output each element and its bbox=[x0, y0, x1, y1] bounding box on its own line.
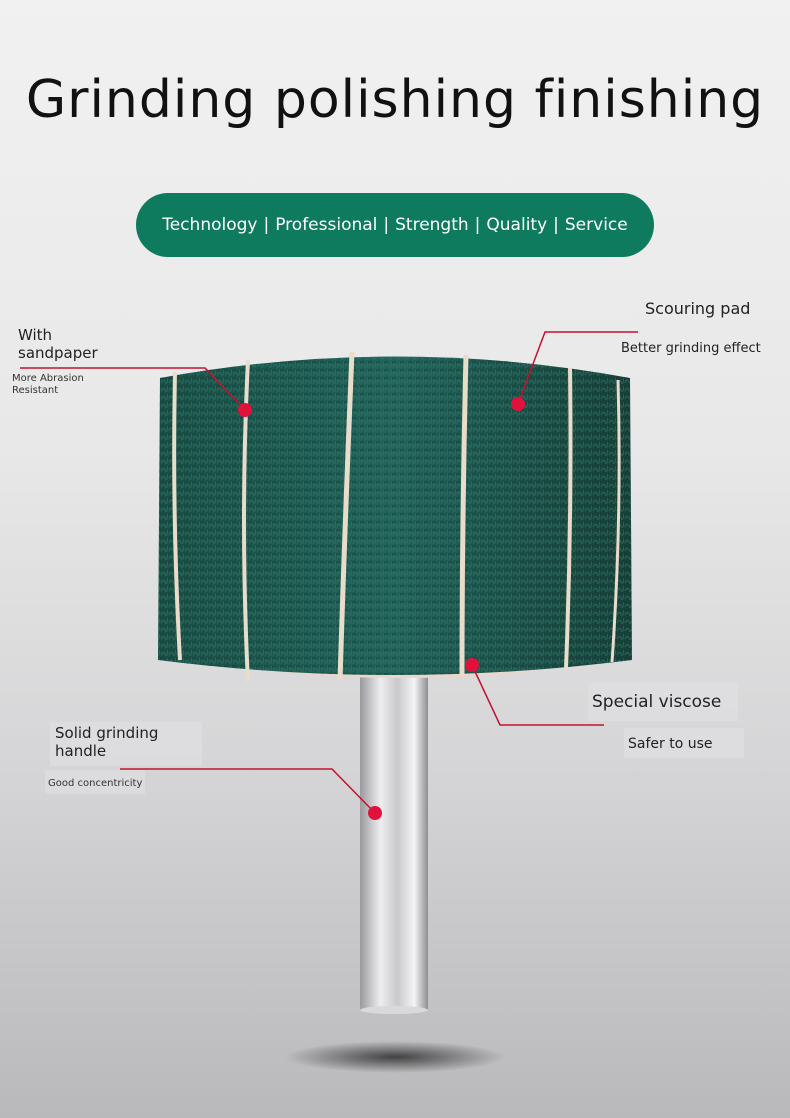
viscose-label-panel bbox=[588, 683, 738, 721]
sandpaper-label: With sandpaper bbox=[18, 326, 98, 362]
sandpaper-callout-line bbox=[20, 367, 246, 411]
floor-shadow bbox=[285, 1041, 505, 1073]
banner-item-quality: Quality bbox=[486, 215, 548, 235]
banner-separator: | bbox=[553, 215, 559, 235]
scouring-sublabel: Better grinding effect bbox=[621, 341, 761, 356]
viscose-sublabel: Safer to use bbox=[628, 736, 713, 752]
banner-item-service: Service bbox=[564, 215, 628, 235]
page-title: Grinding polishing finishing bbox=[25, 70, 765, 130]
grinding-handle-shaft bbox=[360, 670, 428, 1014]
banner-separator: | bbox=[474, 215, 481, 235]
handle-callout-line bbox=[120, 768, 376, 814]
scouring-pad-body bbox=[158, 351, 632, 683]
banner-item-technology: Technology bbox=[162, 215, 258, 235]
scouring-callout-dot bbox=[511, 397, 525, 411]
viscose-callout-dot bbox=[465, 658, 479, 672]
viscose-label: Special viscose bbox=[592, 692, 722, 712]
scouring-label: Scouring pad bbox=[645, 299, 751, 318]
banner-separator: | bbox=[383, 215, 390, 235]
handle-sub-panel bbox=[45, 770, 145, 794]
sandpaper-sublabel: More Abrasion Resistant bbox=[12, 373, 84, 396]
feature-banner: Technology | Professional | Strength | Q… bbox=[136, 193, 654, 257]
handle-label: Solid grinding handle bbox=[55, 724, 159, 760]
viscose-callout-line bbox=[471, 664, 604, 726]
viscose-sub-panel bbox=[624, 728, 744, 758]
handle-callout-dot bbox=[368, 806, 382, 820]
banner-separator: | bbox=[263, 215, 270, 235]
handle-sublabel: Good concentricity bbox=[48, 778, 143, 789]
handle-label-panel bbox=[50, 722, 202, 766]
sandpaper-callout-dot bbox=[238, 403, 252, 417]
scouring-callout-line bbox=[517, 331, 638, 405]
banner-item-professional: Professional bbox=[275, 215, 378, 235]
banner-item-strength: Strength bbox=[395, 215, 469, 235]
